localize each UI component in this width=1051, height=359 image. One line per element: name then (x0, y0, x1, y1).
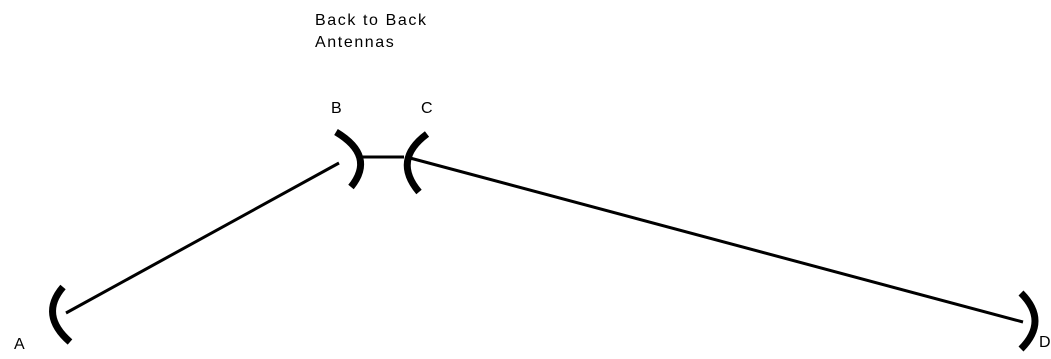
node-label-c: C (421, 100, 433, 117)
link-c-d (409, 156, 1024, 324)
link-a-b (65, 161, 340, 315)
antenna-b (334, 128, 364, 190)
node-label-a: A (14, 336, 25, 353)
antenna-a (49, 284, 73, 345)
diagram-title: Back to Back Antennas (315, 10, 428, 54)
node-label-b: B (331, 100, 342, 117)
node-label-d: D (1039, 334, 1051, 351)
antenna-c (403, 131, 430, 195)
antenna-d (1018, 290, 1039, 352)
title-line-1: Back to Back (315, 12, 428, 29)
title-line-2: Antennas (315, 34, 396, 51)
